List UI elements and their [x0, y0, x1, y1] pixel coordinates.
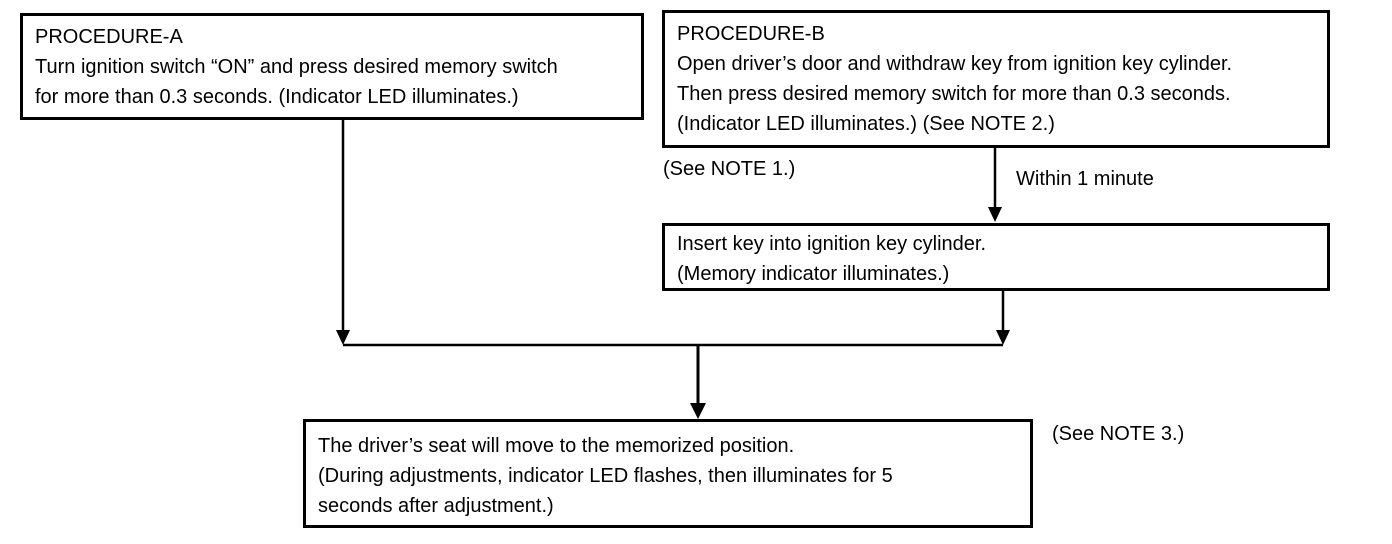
result-body: The driver’s seat will move to the memor… — [318, 435, 893, 517]
node-procedure-b: PROCEDURE-B Open driver’s door and withd… — [662, 10, 1330, 148]
procedure-a-title: PROCEDURE-A — [35, 26, 183, 48]
label-see-note-3: (See NOTE 3.) — [1052, 423, 1185, 445]
arrowhead-insert-key — [996, 330, 1010, 345]
arrowhead-procedure-a — [336, 330, 350, 345]
procedure-b-title: PROCEDURE-B — [677, 23, 825, 45]
node-insert-key: Insert key into ignition key cylinder. (… — [662, 223, 1330, 291]
node-result: The driver’s seat will move to the memor… — [303, 419, 1033, 528]
node-procedure-a: PROCEDURE-A Turn ignition switch “ON” an… — [20, 13, 644, 120]
label-see-note-1: (See NOTE 1.) — [663, 158, 796, 180]
insert-key-body: Insert key into ignition key cylinder. (… — [677, 233, 987, 285]
procedure-a-body: Turn ignition switch “ON” and press desi… — [35, 56, 558, 108]
arrowhead-result — [690, 403, 706, 419]
procedure-b-body: Open driver’s door and withdraw key from… — [677, 53, 1233, 135]
label-within-1-minute: Within 1 minute — [1016, 168, 1154, 190]
arrowhead-procedure-b — [988, 207, 1002, 222]
